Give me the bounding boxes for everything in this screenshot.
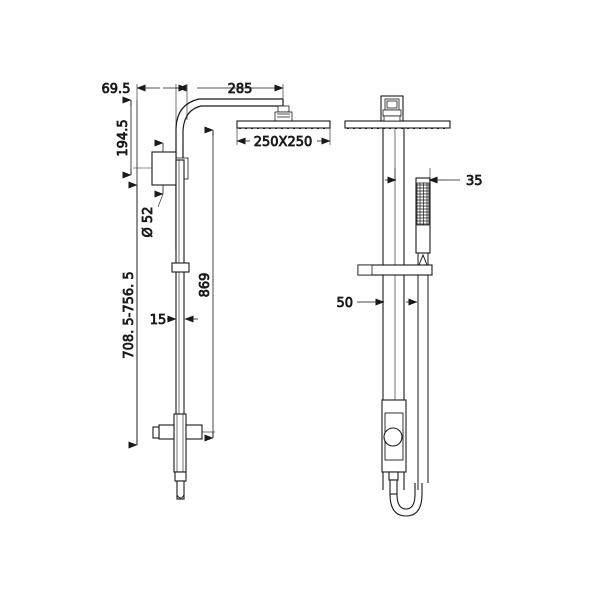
dim-label-rail-range: 708. 5-756. 5 <box>122 271 137 358</box>
side-mixer-body <box>381 399 407 473</box>
dim-label-overall-height: 869 <box>198 273 213 298</box>
side-arm-bracket <box>380 95 404 122</box>
dim-label-handset-depth: 35 <box>466 174 483 189</box>
mixer-handle-right <box>185 424 203 440</box>
dim-overall-height <box>202 126 215 442</box>
dim-label-head-size: 250X250 <box>254 135 313 150</box>
dim-riser-drop <box>122 96 152 179</box>
dim-head-size <box>236 128 331 145</box>
rain-showerhead <box>236 120 331 129</box>
side-shelf-bracket <box>357 264 433 276</box>
dim-label-offset-top: 69.5 <box>102 82 131 97</box>
dim-body-depth <box>357 290 419 306</box>
dim-flange-diameter <box>154 139 164 208</box>
dim-label-body-depth: 50 <box>336 296 353 311</box>
dim-label-riser-drop: 194.5 <box>116 119 131 156</box>
hose-u-bend <box>388 471 423 517</box>
handset-holder <box>417 253 429 266</box>
shower-hose <box>417 275 429 490</box>
showerhead-connector <box>274 105 293 122</box>
side-rain-showerhead <box>344 120 451 129</box>
rail-slider-bracket <box>171 262 190 273</box>
mixer-body <box>173 413 187 473</box>
dim-label-arm-reach: 285 <box>228 82 253 97</box>
bottom-outlet <box>174 471 187 500</box>
handset <box>415 177 431 254</box>
dim-label-flange-diameter: Ø 52 <box>141 207 156 238</box>
dim-top-horizontal <box>136 84 284 128</box>
dim-handset-depth <box>385 168 460 184</box>
dim-label-rail-width: 15 <box>150 313 167 328</box>
riser-rail <box>175 159 185 451</box>
mixer-handle-left <box>152 424 175 440</box>
